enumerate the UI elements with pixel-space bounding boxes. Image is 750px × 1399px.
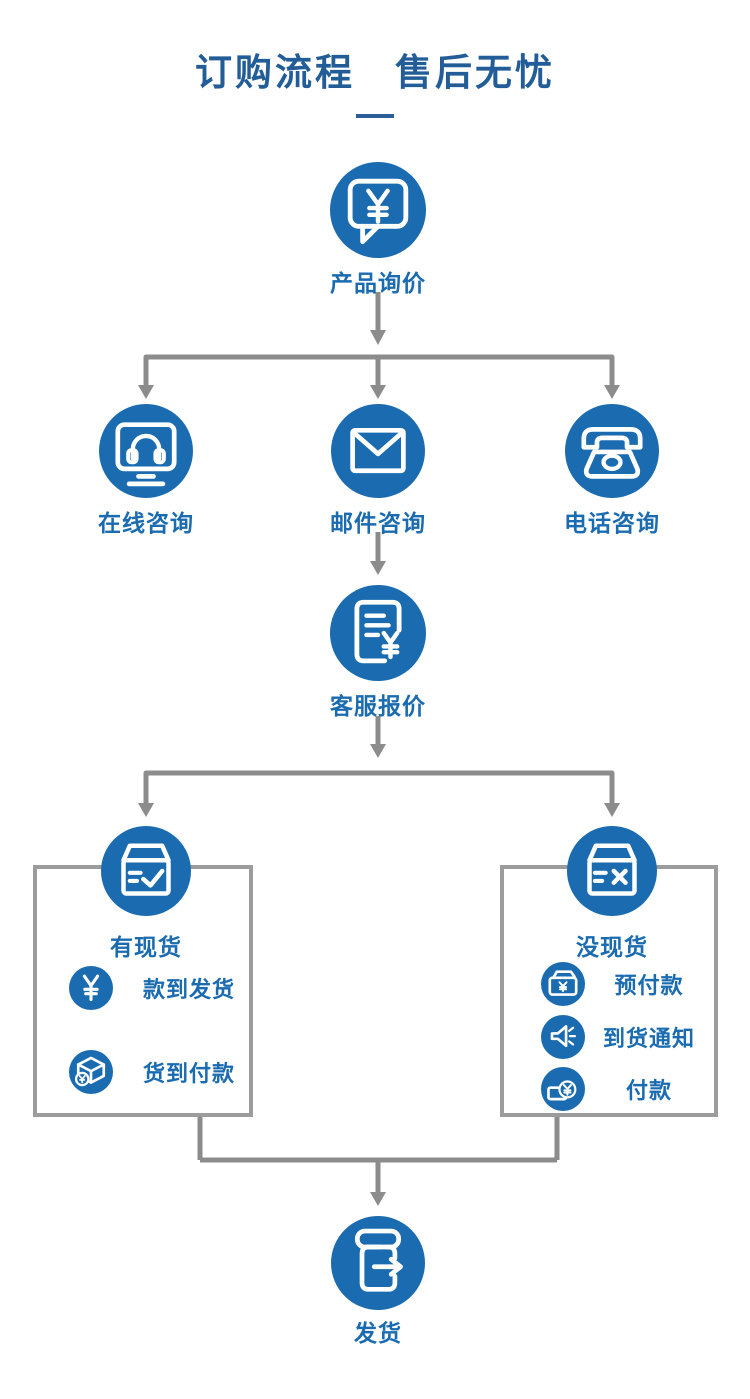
wallet-yuan-icon — [548, 970, 578, 996]
list-item-cod: 货到付款 — [69, 1050, 235, 1094]
arrowhead — [138, 385, 154, 399]
arrowhead — [370, 385, 386, 399]
node-circle — [330, 585, 426, 681]
item-circle — [541, 1067, 585, 1111]
email-envelope-icon — [350, 427, 406, 474]
item-circle — [541, 962, 585, 1006]
node-circle — [567, 826, 657, 916]
node-circle — [565, 404, 659, 498]
box-check-icon — [121, 843, 171, 896]
node-circle — [331, 1216, 425, 1310]
item-label: 预付款 — [614, 973, 684, 998]
arrowhead — [604, 385, 620, 399]
node-product-inquiry: 产品询价 — [278, 162, 478, 298]
list-item-payment: 付款 — [541, 1067, 705, 1111]
arrowhead — [138, 803, 154, 817]
telephone-icon — [581, 427, 643, 479]
yuan-symbol-icon — [82, 974, 100, 1001]
connector-split-stock — [143, 770, 615, 805]
item-circle — [541, 1015, 585, 1059]
item-label: 货到付款 — [143, 1061, 236, 1086]
title-underline-dash — [356, 114, 394, 118]
node-label: 邮件咨询 — [330, 510, 426, 536]
node-circle — [99, 404, 193, 498]
node-label: 没现货 — [576, 934, 648, 960]
node-circle — [330, 162, 426, 258]
node-label: 在线咨询 — [98, 510, 194, 536]
quotation-document-icon — [354, 599, 402, 664]
payment-yuan-icon — [547, 1080, 577, 1101]
node-label: 有现货 — [110, 934, 182, 960]
item-label: 付款 — [625, 1078, 672, 1103]
list-item-payment-first: 款到发货 — [69, 966, 235, 1010]
list-item-prepay: 预付款 — [541, 962, 705, 1006]
package-yuan-icon — [74, 1056, 106, 1087]
arrowhead — [370, 744, 386, 758]
arrowhead — [370, 561, 386, 575]
node-email-consult: 邮件咨询 — [278, 404, 478, 538]
item-label: 到货通知 — [602, 1026, 695, 1051]
node-label: 产品询价 — [330, 270, 426, 296]
arrowhead — [370, 1192, 386, 1206]
connector-merge — [197, 1117, 560, 1193]
item-circle — [69, 1050, 113, 1094]
node-phone-consult: 电话咨询 — [512, 404, 712, 538]
speech-bubble-yuan-icon — [347, 178, 409, 245]
shipping-box-arrow-icon — [354, 1228, 403, 1292]
item-label: 款到发货 — [143, 977, 236, 1002]
node-in-stock: 有现货 — [46, 826, 246, 962]
node-label: 电话咨询 — [564, 510, 660, 536]
page-title: 订购流程 售后无忧 — [195, 52, 555, 93]
node-label: 客服报价 — [330, 693, 426, 719]
node-circle — [101, 826, 191, 916]
arrowhead — [370, 330, 386, 345]
megaphone-icon — [550, 1025, 576, 1048]
connector-split-contacts — [143, 354, 615, 386]
item-circle — [69, 966, 113, 1010]
arrowhead — [604, 803, 620, 817]
node-online-consult: 在线咨询 — [46, 404, 246, 538]
online-support-icon — [115, 422, 177, 487]
node-out-of-stock: 没现货 — [512, 826, 712, 962]
node-service-quote: 客服报价 — [278, 585, 478, 721]
list-item-arrival-notice: 到货通知 — [541, 1015, 705, 1059]
node-circle — [331, 404, 425, 498]
box-x-icon — [587, 843, 637, 896]
node-label: 发货 — [354, 1320, 402, 1346]
node-ship: 发货 — [278, 1216, 478, 1348]
